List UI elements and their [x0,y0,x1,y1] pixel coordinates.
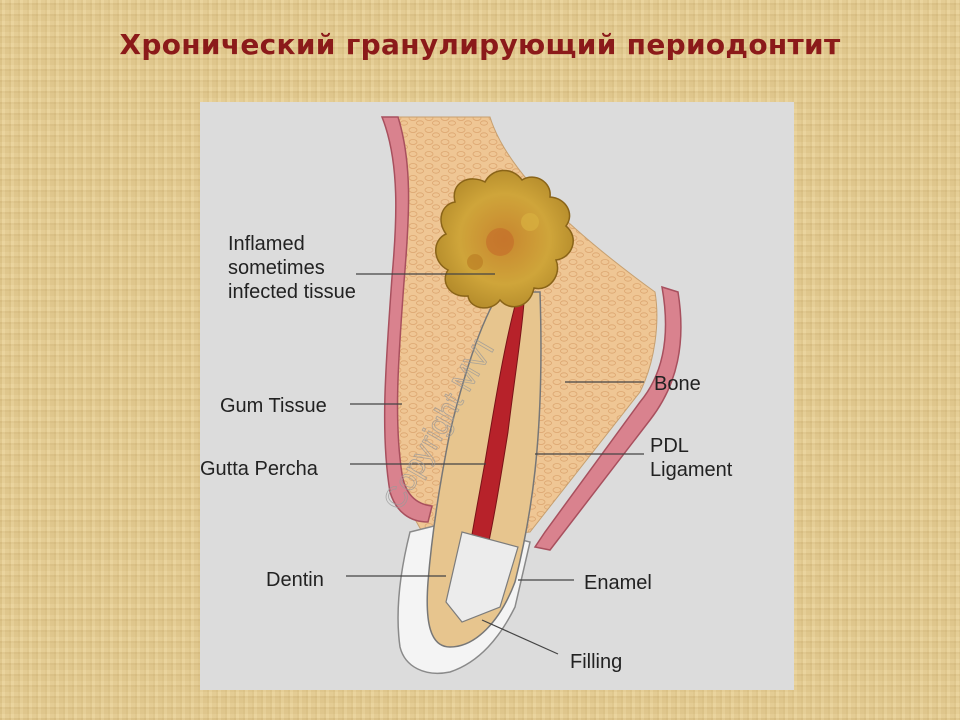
label-filling: Filling [570,651,623,673]
filling-shape [445,531,519,623]
label-bone: Bone [654,373,701,395]
gum-right [533,285,682,551]
label-pdl-ligament: PDL Ligament [650,435,733,481]
leader-lines [346,273,644,655]
label-gum-tissue: Gum Tissue [220,395,327,417]
tooth-illustration: Copyright MVI [346,116,682,674]
label-dentin: Dentin [266,569,324,591]
page-title: Хронический гранулирующий периодонтит [119,28,841,61]
tooth-diagram: Copyright MVI Inflamed sometimes infecte… [200,102,794,690]
label-gutta-percha: Gutta Percha [200,458,318,480]
gum-left [380,116,433,523]
label-enamel: Enamel [584,572,652,594]
label-inflamed-tissue: Inflamed sometimes infected tissue [228,233,356,303]
